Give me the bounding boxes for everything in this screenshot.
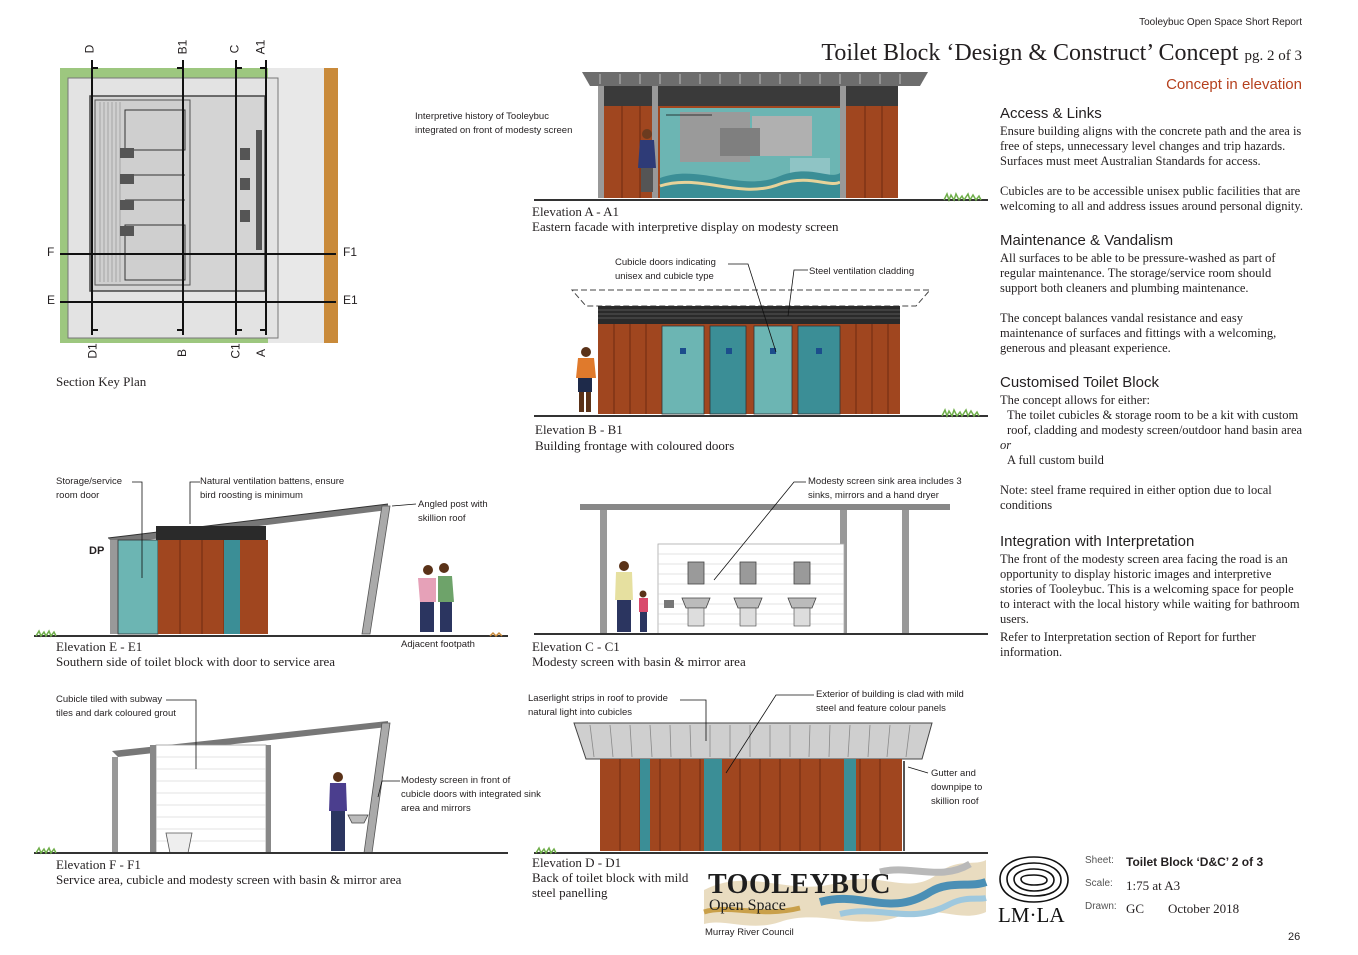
date-value: October 2018 <box>1168 901 1240 916</box>
section-heading-access: Access & Links <box>1000 105 1102 122</box>
marker-a: A <box>254 348 269 358</box>
elevation-c-title: Elevation C - C1 <box>532 639 620 654</box>
section-maintenance-para-1: All surfaces to be able to be pressure-w… <box>1000 251 1276 295</box>
lmla-logo-text: LM·LA <box>998 903 1065 927</box>
marker-a1: A1 <box>253 39 268 55</box>
elevation-d-subtitle: Back of toilet block with mild steel pan… <box>532 870 689 900</box>
marker-c: C <box>227 44 242 54</box>
page-number: 26 <box>1288 931 1301 943</box>
elevation-d-note-exterior: Exterior of building is clad with mild s… <box>816 689 964 714</box>
elevation-f-subtitle: Service area, cubicle and modesty screen… <box>56 872 402 887</box>
report-name: Tooleybuc Open Space Short Report <box>1139 17 1302 28</box>
section-access-para-2: Cubicles are to be accessible unisex pub… <box>1000 184 1303 213</box>
page-title: Toilet Block ‘Design & Construct’ Concep… <box>821 40 1302 67</box>
marker-e1: E1 <box>343 293 358 307</box>
elevation-e-note-battens: Natural ventilation battens, ensure bird… <box>200 476 345 501</box>
elevation-e-drawing <box>34 481 508 638</box>
elevation-d-title: Elevation D - D1 <box>532 855 622 870</box>
page-indicator: pg. 2 of 3 <box>1244 48 1303 64</box>
elevation-a-note: Interpretive history of Tooleybuc integr… <box>415 111 573 136</box>
elevation-d-note-laser: Laserlight strips in roof to provide nat… <box>528 693 668 718</box>
section-customised-note: Note: steel frame required in either opt… <box>1000 483 1272 512</box>
elevation-f-title: Elevation F - F1 <box>56 857 141 872</box>
section-access-para-1: Ensure building aligns with the concrete… <box>1000 124 1302 168</box>
sheet-label: Sheet: <box>1085 855 1114 866</box>
elevation-c-subtitle: Modesty screen with basin & mirror area <box>532 654 746 669</box>
section-integration-para-2: Refer to Interpretation section of Repor… <box>1000 630 1256 659</box>
section-customised-option-2: A full custom build <box>1007 453 1104 467</box>
section-customised-intro: The concept allows for either: <box>1000 393 1150 407</box>
section-customised-option-1: The toilet cubicles & storage room to be… <box>1007 408 1303 437</box>
text-column: Access & Links Ensure building aligns wi… <box>1000 105 1305 660</box>
section-integration-para-1: The front of the modesty screen area fac… <box>1000 552 1300 626</box>
tooleybuc-logo-graphic <box>703 860 988 926</box>
logo-name: TOOLEYBUC <box>708 869 891 900</box>
logo-council: Murray River Council <box>705 927 794 938</box>
elevation-b-subtitle: Building frontage with coloured doors <box>535 438 735 453</box>
scale-value: 1:75 at A3 <box>1126 878 1181 893</box>
page-subtitle: Concept in elevation <box>1166 76 1302 93</box>
elevation-b-drawing <box>534 263 988 419</box>
section-maintenance-para-2: The concept balances vandal resistance a… <box>1000 311 1277 355</box>
elevation-e-subtitle: Southern side of toilet block with door … <box>56 654 336 669</box>
elevation-c-note-sinks: Modesty screen sink area includes 3 sink… <box>808 476 962 501</box>
elevation-b-note-cladding: Steel ventilation cladding <box>809 266 915 277</box>
elevation-f-note-tiles: Cubicle tiled with subway tiles and dark… <box>56 694 176 719</box>
lmla-logo-mark <box>999 856 1069 903</box>
marker-f: F <box>47 245 55 259</box>
elevation-a-drawing <box>534 72 988 203</box>
marker-f1: F1 <box>343 245 358 259</box>
elevation-b-note-doors: Cubicle doors indicating unisex and cubi… <box>615 257 716 282</box>
key-plan-caption: Section Key Plan <box>56 374 147 389</box>
drawn-label: Drawn: <box>1085 901 1117 912</box>
section-heading-maintenance: Maintenance & Vandalism <box>1000 232 1174 249</box>
drawn-value: GC <box>1126 901 1145 916</box>
marker-c1: C1 <box>228 343 243 359</box>
section-customised-or: or <box>1000 438 1012 452</box>
sheet-value: Toilet Block ‘D&C’ 2 of 3 <box>1126 855 1264 869</box>
elevation-e-note-footpath: Adjacent footpath <box>401 639 475 650</box>
elevation-d-note-gutter: Gutter and downpipe to skillion roof <box>931 768 983 807</box>
elevation-a-title: Elevation A - A1 <box>532 204 620 219</box>
elevation-f-drawing <box>34 699 508 855</box>
marker-e: E <box>47 293 56 307</box>
elevation-a-subtitle: Eastern facade with interpretive display… <box>532 219 839 234</box>
elevation-c-drawing <box>534 481 988 635</box>
elevation-f-note-screen: Modesty screen in front of cubicle doors… <box>401 775 541 814</box>
scale-label: Scale: <box>1085 878 1113 889</box>
marker-b1: B1 <box>175 39 190 55</box>
elevation-e-note-post: Angled post with skillion roof <box>418 499 488 524</box>
logo-tagline: Open Space <box>709 897 786 914</box>
section-heading-customised: Customised Toilet Block <box>1000 374 1159 391</box>
marker-d: D <box>82 44 97 54</box>
title-text: Toilet Block ‘Design & Construct’ Concep… <box>821 40 1239 66</box>
elevation-e-note-storage: Storage/service room door <box>56 476 123 501</box>
elevation-b-title: Elevation B - B1 <box>535 422 623 437</box>
elevation-e-title: Elevation E - E1 <box>56 639 143 654</box>
marker-b: B <box>175 348 190 358</box>
section-key-plan <box>60 60 338 343</box>
elevation-e-dp-label: DP <box>89 545 105 557</box>
elevation-d-drawing <box>534 694 988 855</box>
marker-d1: D1 <box>85 343 100 359</box>
section-heading-integration: Integration with Interpretation <box>1000 533 1195 550</box>
